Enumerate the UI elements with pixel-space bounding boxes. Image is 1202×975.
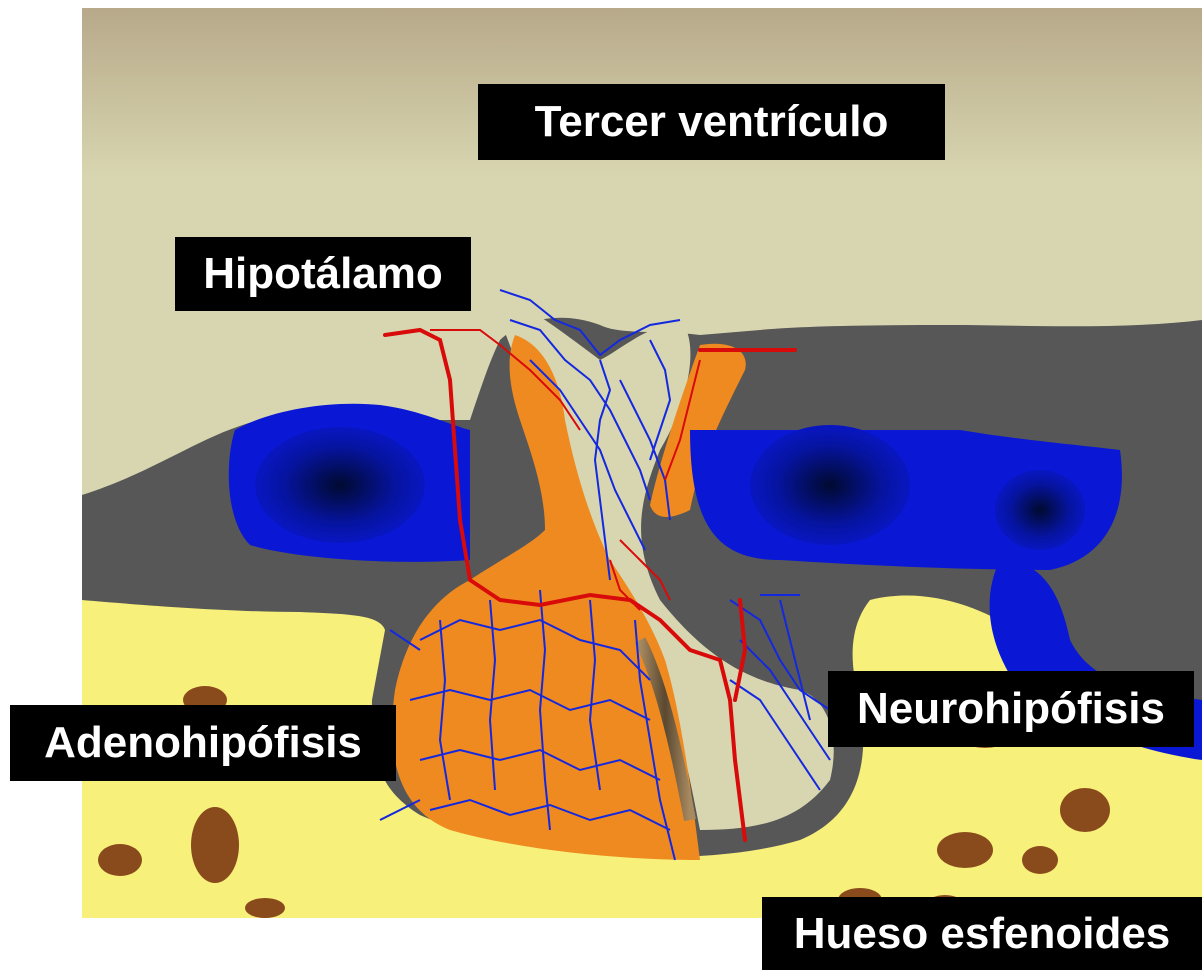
label-hypothalamus: Hipotálamo <box>175 237 471 311</box>
cavernous-sinus-left <box>229 404 470 562</box>
label-sphenoid-bone: Hueso esfenoides <box>762 897 1202 970</box>
label-adenohypophysis: Adenohipófisis <box>10 705 396 781</box>
label-third-ventricle: Tercer ventrículo <box>478 84 945 160</box>
label-neurohypophysis: Neurohipófisis <box>828 671 1194 747</box>
